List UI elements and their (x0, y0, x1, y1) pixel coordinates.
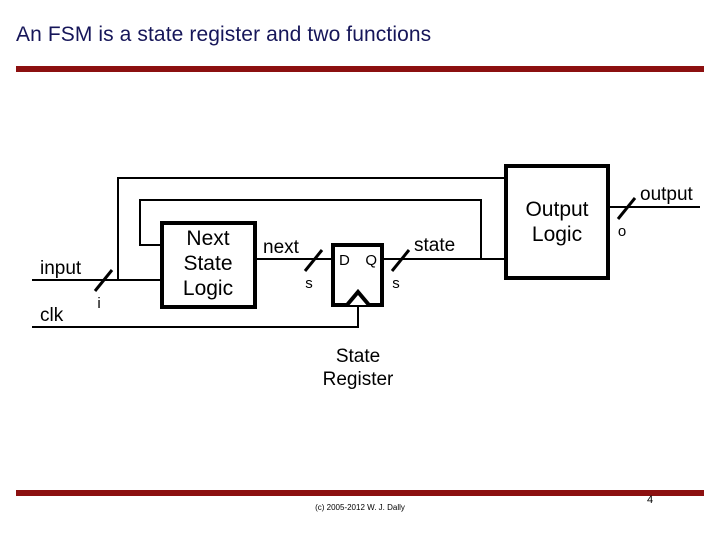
bus-width-output: o (618, 223, 626, 240)
page-number: 4 (646, 494, 654, 506)
block-output-logic (504, 164, 610, 280)
wire-clk (32, 305, 359, 328)
title-divider-rule (16, 66, 704, 72)
wire-feedback-outer (117, 177, 506, 280)
signal-label-next: next (263, 237, 300, 258)
signal-label-output: output (640, 184, 694, 205)
signal-label-clk: clk (40, 305, 64, 326)
output-logic-label-line1: Output (525, 198, 588, 221)
block-next-state-logic (160, 221, 257, 309)
state-register-pin-d: D (339, 252, 350, 269)
bus-tick-output (616, 197, 637, 220)
wire-feedback-inner (139, 199, 482, 259)
bus-tick-input (93, 269, 114, 292)
bus-tick-next (303, 249, 324, 272)
state-register-caption-line1: State (336, 346, 380, 367)
bus-tick-state (390, 249, 411, 272)
signal-label-input: input (40, 258, 82, 279)
state-register-pin-q: Q (365, 252, 377, 269)
next-state-logic-label-line1: Next (186, 227, 229, 250)
footer-copyright: (c) 2005-2012 W. J. Dally (315, 503, 405, 512)
bus-width-state: s (392, 275, 400, 292)
bus-width-input: i (97, 295, 100, 312)
footer-divider-rule (16, 490, 704, 496)
signal-label-state: state (414, 235, 455, 256)
state-register-caption-line2: Register (323, 369, 394, 390)
page-title: An FSM is a state register and two funct… (16, 23, 432, 46)
fsm-block-diagram: Next State Logic D Q State Register Outp… (0, 140, 720, 410)
bus-width-next: s (305, 275, 313, 292)
output-logic-label-line2: Logic (532, 223, 582, 246)
next-state-logic-label-line3: Logic (183, 277, 233, 300)
next-state-logic-label-line2: State (183, 252, 232, 275)
clock-edge-triangle (345, 288, 371, 307)
